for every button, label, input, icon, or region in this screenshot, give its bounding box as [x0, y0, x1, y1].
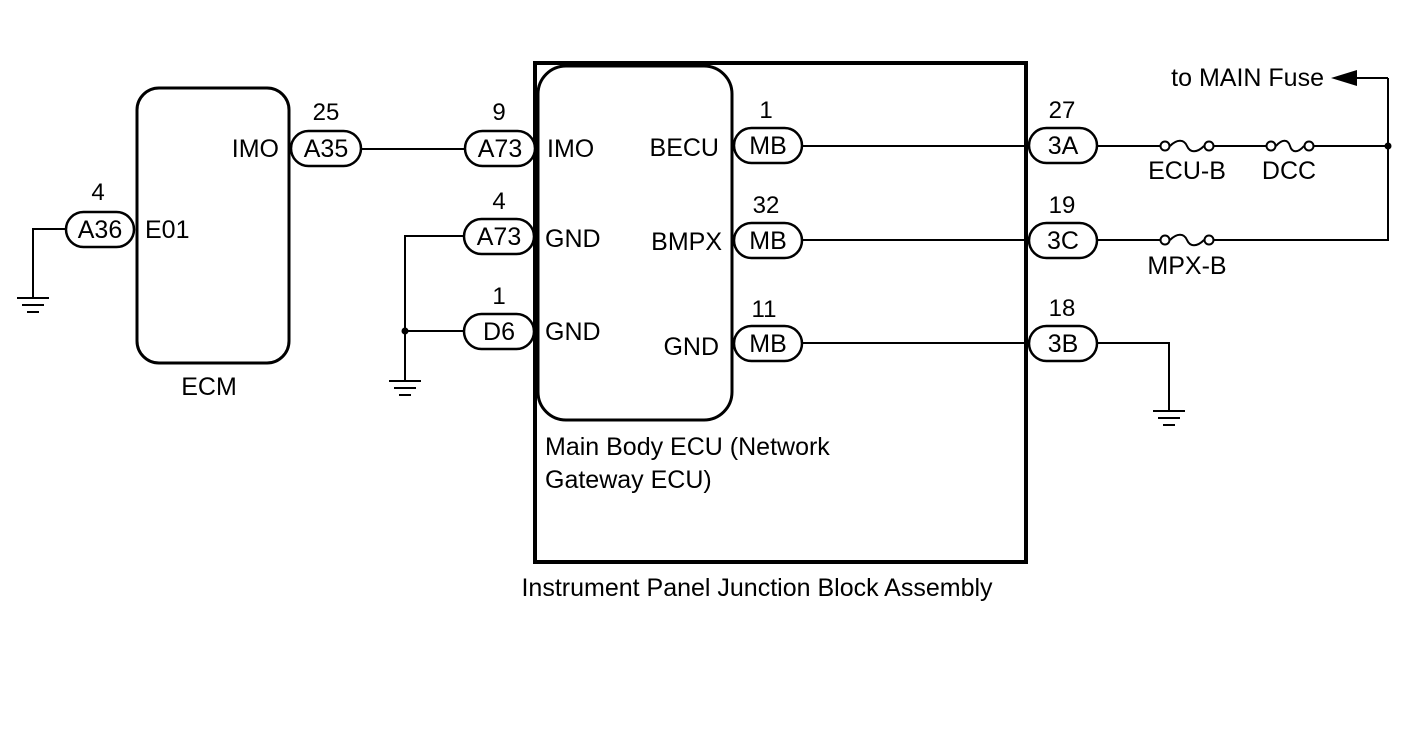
pin-number-a36: 4	[91, 179, 104, 206]
pin-number-3a: 27	[1049, 97, 1076, 124]
mbe-imo-label: IMO	[547, 135, 594, 163]
main-body-ecu-title-line1: Main Body ECU (Network	[545, 433, 830, 461]
wire-gnd-a73	[404, 235, 464, 381]
connector-d6-label: D6	[483, 318, 515, 346]
connector-a73-imo-label: A73	[478, 135, 522, 163]
pin-number-a73-imo: 9	[492, 99, 505, 126]
fuse-icon	[1265, 139, 1315, 153]
ecm-e01-label: E01	[145, 216, 189, 244]
fuse-icon	[1159, 233, 1215, 247]
wire-ecm-ground	[32, 228, 66, 298]
ecm-title: ECM	[181, 373, 237, 401]
connector-mb-becu-label: MB	[749, 132, 787, 160]
pin-number-3c: 19	[1049, 192, 1076, 219]
connector-3b-label: 3B	[1048, 330, 1079, 358]
pin-number-a73-gnd: 4	[492, 188, 505, 215]
pin-number-d6: 1	[492, 283, 505, 310]
fuse-ecu-b-label: ECU-B	[1148, 157, 1226, 185]
mbe-gnd1-label: GND	[545, 225, 601, 253]
connector-3a-label: 3A	[1048, 132, 1079, 160]
main-body-ecu-title-line2: Gateway ECU)	[545, 466, 712, 494]
main-fuse-label: to MAIN Fuse	[1171, 64, 1324, 92]
junction-dot	[1384, 142, 1392, 150]
mbe-gnd3-label: GND	[663, 333, 719, 361]
ecm-imo-label: IMO	[232, 135, 279, 163]
wire-mpx-b	[1214, 78, 1389, 241]
fuse-dcc-label: DCC	[1262, 157, 1316, 185]
connector-a73-gnd-label: A73	[477, 223, 521, 251]
mbe-bmpx-label: BMPX	[651, 228, 722, 256]
connector-a36-label: A36	[78, 216, 122, 244]
connector-mb-gnd-label: MB	[749, 330, 787, 358]
ground-icon	[17, 297, 49, 313]
connector-a35-label: A35	[304, 135, 348, 163]
ground-icon	[1153, 410, 1185, 426]
fuse-icon	[1159, 139, 1215, 153]
junction-dot	[401, 327, 409, 335]
junction-block-title: Instrument Panel Junction Block Assembly	[521, 574, 993, 602]
connector-3c-label: 3C	[1047, 227, 1079, 255]
ecm-box	[135, 86, 291, 365]
ground-icon	[389, 380, 421, 396]
pin-number-mb-becu: 1	[759, 97, 772, 124]
junction-block-box	[533, 61, 1028, 564]
pin-number-3b: 18	[1049, 295, 1076, 322]
main-body-ecu-box	[536, 64, 734, 422]
mbe-gnd2-label: GND	[545, 318, 601, 346]
connector-a73-imo	[463, 129, 537, 168]
wire-3b-ground	[1097, 342, 1170, 411]
pin-number-a35: 25	[313, 99, 340, 126]
pin-number-mb-gnd: 11	[752, 296, 777, 323]
fuse-mpx-b-label: MPX-B	[1147, 252, 1226, 280]
arrow-left-icon	[1331, 70, 1357, 86]
pin-number-mb-bmpx: 32	[753, 192, 780, 219]
mbe-becu-label: BECU	[650, 134, 719, 162]
connector-mb-bmpx-label: MB	[749, 227, 787, 255]
